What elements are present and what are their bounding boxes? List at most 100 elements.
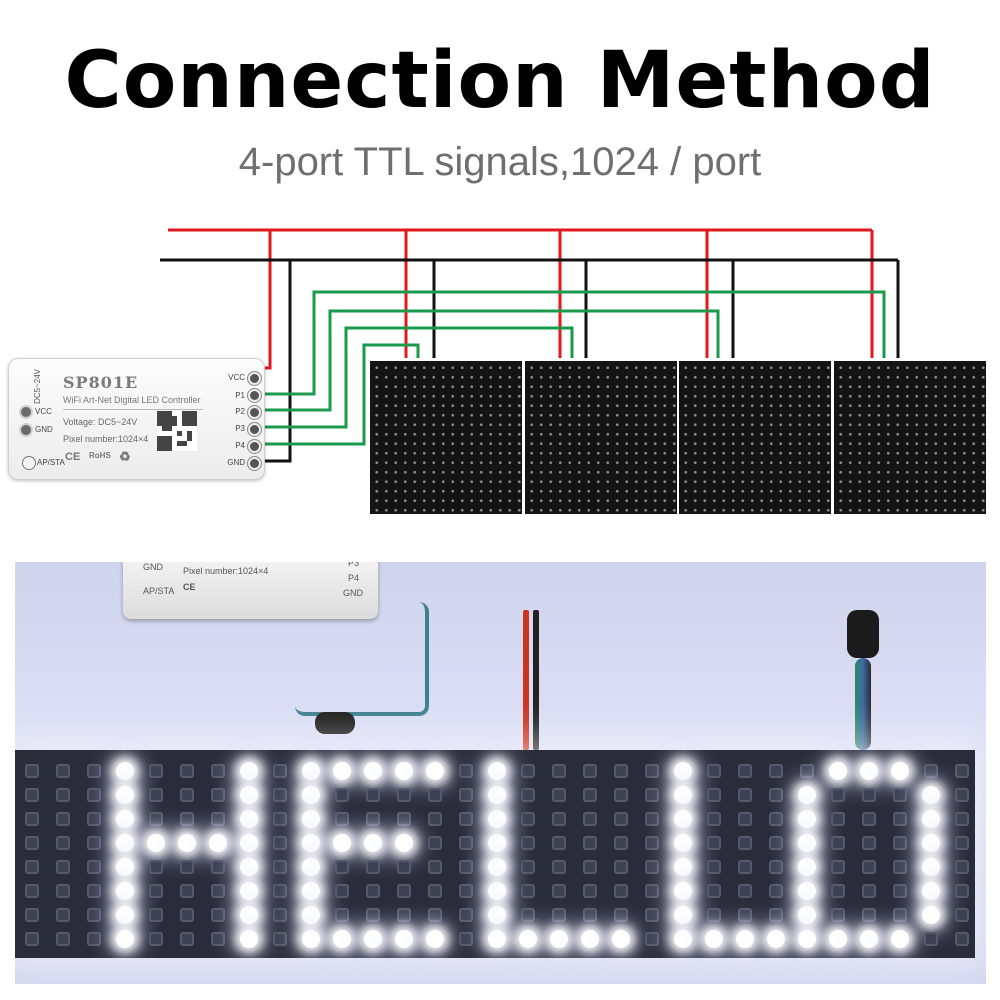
led-pixel (397, 860, 411, 874)
led-pixel-lit (395, 762, 413, 780)
led-pixel-lit (674, 858, 692, 876)
led-pixel (614, 788, 628, 802)
led-pixel (769, 908, 783, 922)
connector-left (315, 712, 355, 734)
led-pixel (955, 788, 969, 802)
led-pixel (273, 908, 287, 922)
port-label-p1: P1 (235, 391, 245, 400)
led-pixel (769, 836, 783, 850)
led-pixel-lit (364, 762, 382, 780)
led-pixel (149, 860, 163, 874)
led-matrix-panel-3 (679, 361, 831, 514)
led-pixel (707, 908, 721, 922)
led-pixel (87, 932, 101, 946)
led-pixel-lit (488, 882, 506, 900)
led-pixel-lit (891, 930, 909, 948)
led-pixel-lit (147, 834, 165, 852)
cable-black (533, 610, 539, 750)
led-pixel (552, 908, 566, 922)
led-pixel (583, 860, 597, 874)
led-pixel (893, 788, 907, 802)
led-pixel (25, 860, 39, 874)
led-pixel-lit (240, 930, 258, 948)
led-pixel (211, 932, 225, 946)
led-pixel (211, 788, 225, 802)
led-pixel-lit (922, 858, 940, 876)
photo-gnd-port-label: GND (343, 588, 363, 598)
led-pixel-lit (798, 930, 816, 948)
led-matrix-panel-1 (370, 361, 522, 514)
led-pixel-lit (674, 930, 692, 948)
cable-bundle-left (295, 602, 429, 716)
led-pixel (366, 788, 380, 802)
led-pixel (273, 932, 287, 946)
led-pixel-lit (488, 930, 506, 948)
led-pixel (738, 860, 752, 874)
led-pixel-lit (240, 762, 258, 780)
qr-code-icon (157, 411, 197, 451)
led-pixel (335, 884, 349, 898)
led-pixel (831, 788, 845, 802)
led-pixel (614, 908, 628, 922)
led-pixel (862, 860, 876, 874)
led-pixel-lit (829, 762, 847, 780)
led-pixel-lit (860, 930, 878, 948)
led-pixel (552, 788, 566, 802)
led-pixel (955, 884, 969, 898)
led-pixel-lit (798, 882, 816, 900)
led-pixel (87, 788, 101, 802)
connector-right (847, 610, 879, 658)
led-pixel-lit (395, 930, 413, 948)
led-pixel (862, 908, 876, 922)
led-pixel-lit (302, 786, 320, 804)
port-label-vcc: VCC (228, 373, 245, 382)
led-pixel (614, 860, 628, 874)
led-pixel (25, 764, 39, 778)
led-pixel (56, 788, 70, 802)
led-pixel (552, 860, 566, 874)
port-label-p2: P2 (235, 407, 245, 416)
led-pixel (521, 764, 535, 778)
led-pixel (397, 908, 411, 922)
led-pixel (552, 812, 566, 826)
led-pixel (428, 836, 442, 850)
led-pixel-lit (798, 810, 816, 828)
led-pixel (707, 836, 721, 850)
led-pixel (149, 884, 163, 898)
led-pixel (459, 836, 473, 850)
rohs-mark: RoHS (89, 451, 111, 460)
led-pixel (87, 908, 101, 922)
led-pixel (738, 788, 752, 802)
led-pixel (738, 884, 752, 898)
led-pixel (56, 812, 70, 826)
led-pixel-lit (798, 858, 816, 876)
led-pixel (738, 836, 752, 850)
led-pixel (614, 812, 628, 826)
led-pixel-lit (302, 882, 320, 900)
led-pixel (645, 932, 659, 946)
led-pixel-lit (333, 930, 351, 948)
led-pixel-lit (240, 858, 258, 876)
led-pixel (366, 884, 380, 898)
led-pixel (56, 884, 70, 898)
led-pixel-lit (798, 906, 816, 924)
led-pixel-lit (922, 786, 940, 804)
dc-input-label: DC5~24V (33, 369, 42, 404)
led-pixel-lit (891, 762, 909, 780)
port-label-p4: P4 (235, 441, 245, 450)
left-gnd-label: GND (35, 425, 53, 434)
led-pixel (645, 764, 659, 778)
led-pixel (25, 812, 39, 826)
led-pixel (87, 764, 101, 778)
port-gnd-icon (248, 457, 261, 470)
led-pixel-lit (798, 786, 816, 804)
led-pixel (645, 812, 659, 826)
vcc-wires (168, 228, 874, 370)
led-pixel (211, 908, 225, 922)
led-pixel (769, 884, 783, 898)
led-pixel (397, 812, 411, 826)
led-pixel (211, 860, 225, 874)
led-pixel (56, 932, 70, 946)
led-pixel (366, 812, 380, 826)
led-pixel (614, 764, 628, 778)
